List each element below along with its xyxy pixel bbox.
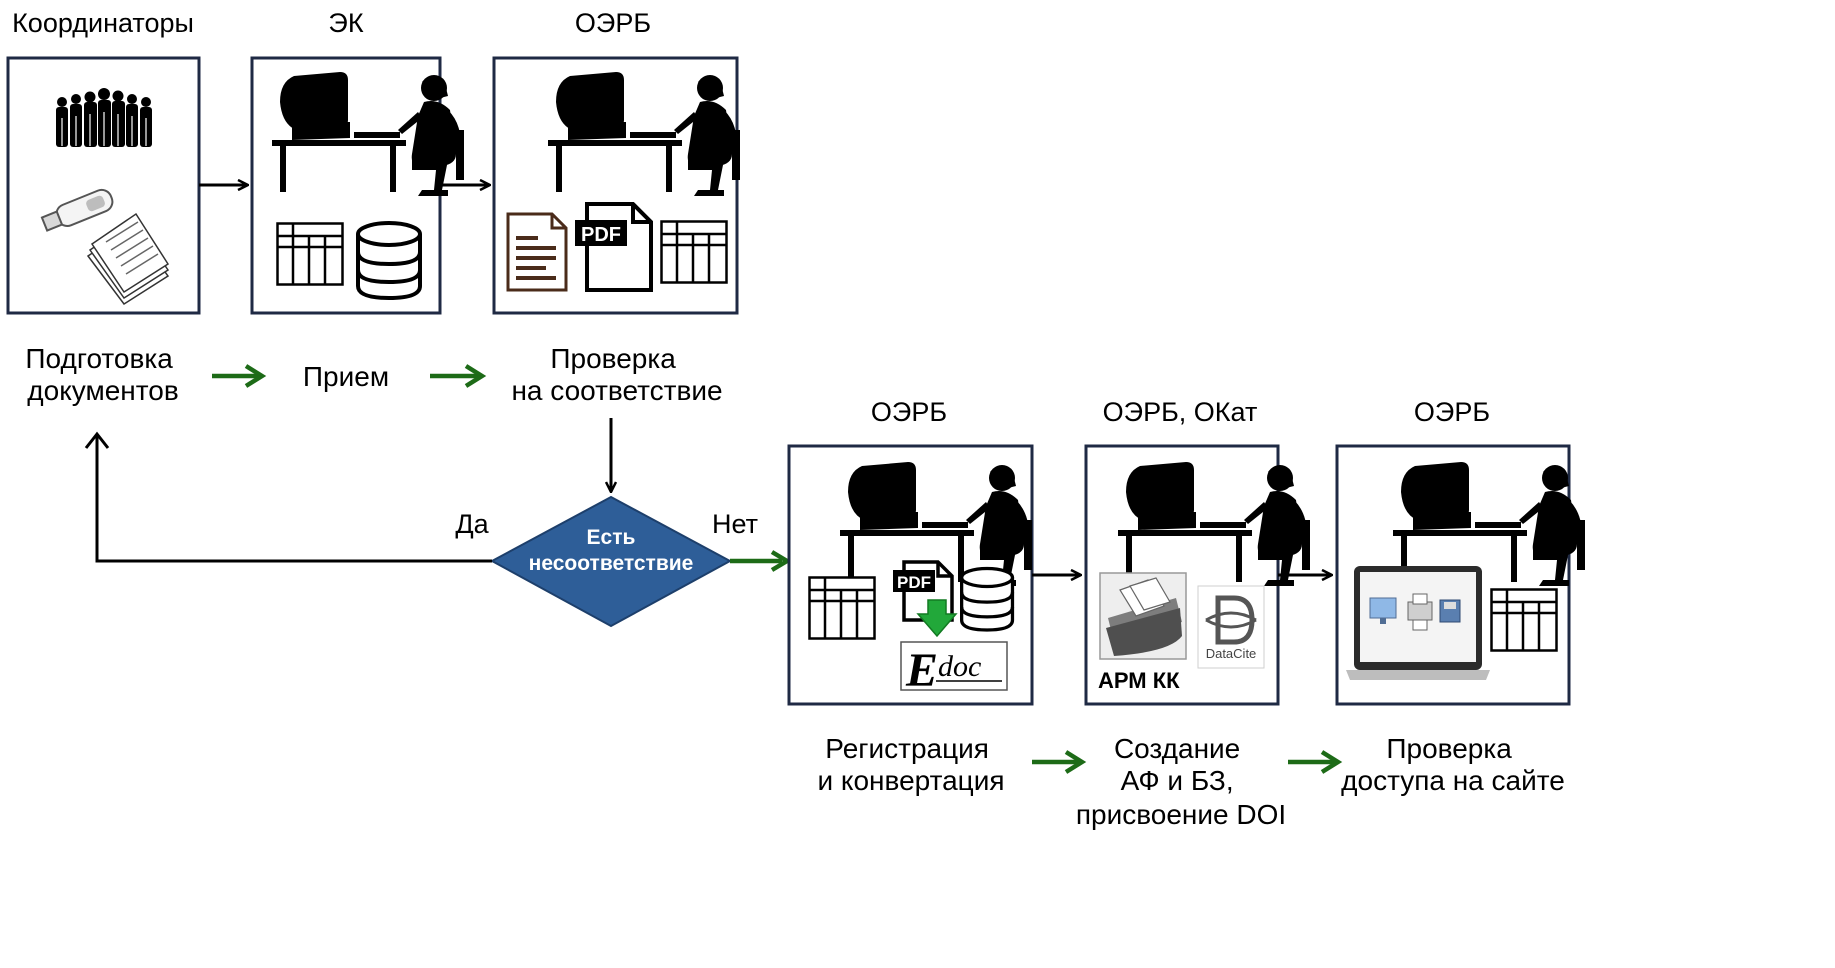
role-coordinators: Координаторы	[12, 8, 194, 38]
step-create: Создание АФ и БЗ, присвоение DOI	[1076, 733, 1286, 830]
pdf-icon: PDF	[893, 560, 954, 622]
table-icon	[1490, 588, 1558, 652]
datacite-logo: DataCite	[1197, 585, 1265, 669]
step-register: Регистрация и конвертация	[817, 733, 1004, 796]
download-arrow-icon	[916, 599, 958, 638]
decision-diamond: Есть несоответствие	[489, 495, 733, 628]
table-icon	[808, 576, 876, 640]
role-oerb-okat: ОЭРБ, ОКат	[1103, 397, 1258, 427]
decision-label-line2: несоответствие	[529, 552, 694, 575]
step-access: Проверка доступа на сайте	[1341, 733, 1565, 796]
role-oerb-1: ОЭРБ	[575, 8, 651, 38]
database-icon	[959, 566, 1015, 632]
paper-stack-icon	[86, 212, 170, 306]
box-oerb-registration: PDF E doc	[787, 444, 1034, 706]
box-oerb-okat: АРМ КК DataCite	[1084, 444, 1310, 706]
decision-label-line1: Есть	[587, 526, 636, 549]
database-icon	[356, 221, 422, 300]
table-icon	[276, 222, 344, 286]
arm-kk-icon	[1099, 572, 1187, 660]
green-arrow-register-create	[1032, 750, 1087, 774]
role-oerb-2: ОЭРБ	[871, 397, 947, 427]
decision-yes-label: Да	[455, 509, 489, 539]
edoc-logo: E doc	[900, 641, 1008, 697]
svg-text:PDF: PDF	[897, 573, 931, 592]
svg-text:PDF: PDF	[581, 224, 621, 246]
box-oerb-check: PDF	[492, 56, 740, 315]
svg-text:doc: doc	[938, 650, 981, 683]
decision-no-label: Нет	[712, 509, 758, 539]
step-prepare: Подготовка документов	[25, 343, 180, 406]
pdf-icon: PDF	[575, 202, 653, 292]
usb-stick-icon	[40, 188, 114, 232]
svg-text:E: E	[905, 644, 938, 697]
laptop-icon	[1346, 566, 1490, 680]
box-coordinators	[6, 56, 201, 315]
box-oerb-access	[1335, 444, 1585, 706]
svg-text:DataCite: DataCite	[1206, 646, 1257, 661]
green-arrow-prepare-receive	[212, 364, 267, 388]
arrow-no-green	[730, 550, 792, 572]
step-check: Проверка на соответствие	[511, 343, 722, 406]
text-document-icon	[506, 212, 568, 292]
green-arrow-receive-check	[430, 364, 487, 388]
role-ek: ЭК	[328, 8, 363, 38]
table-icon	[660, 220, 728, 284]
arm-kk-label: АРМ КК	[1098, 668, 1180, 693]
arrow-yes-feedback	[84, 431, 492, 563]
box-ek	[250, 56, 464, 315]
step-receive: Прием	[303, 361, 389, 392]
role-oerb-3: ОЭРБ	[1414, 397, 1490, 427]
green-arrow-create-access	[1288, 750, 1343, 774]
